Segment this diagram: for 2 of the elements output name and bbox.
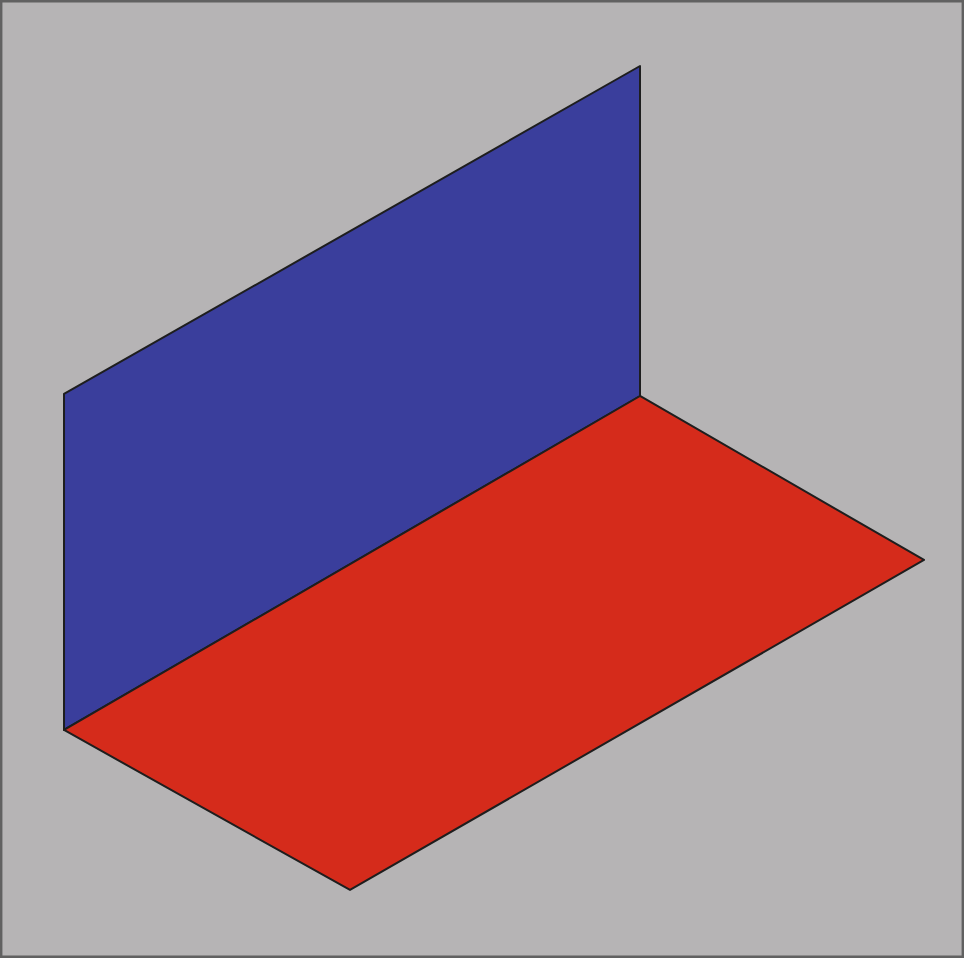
floor-panel [63, 395, 925, 891]
wall-panel [63, 65, 641, 731]
